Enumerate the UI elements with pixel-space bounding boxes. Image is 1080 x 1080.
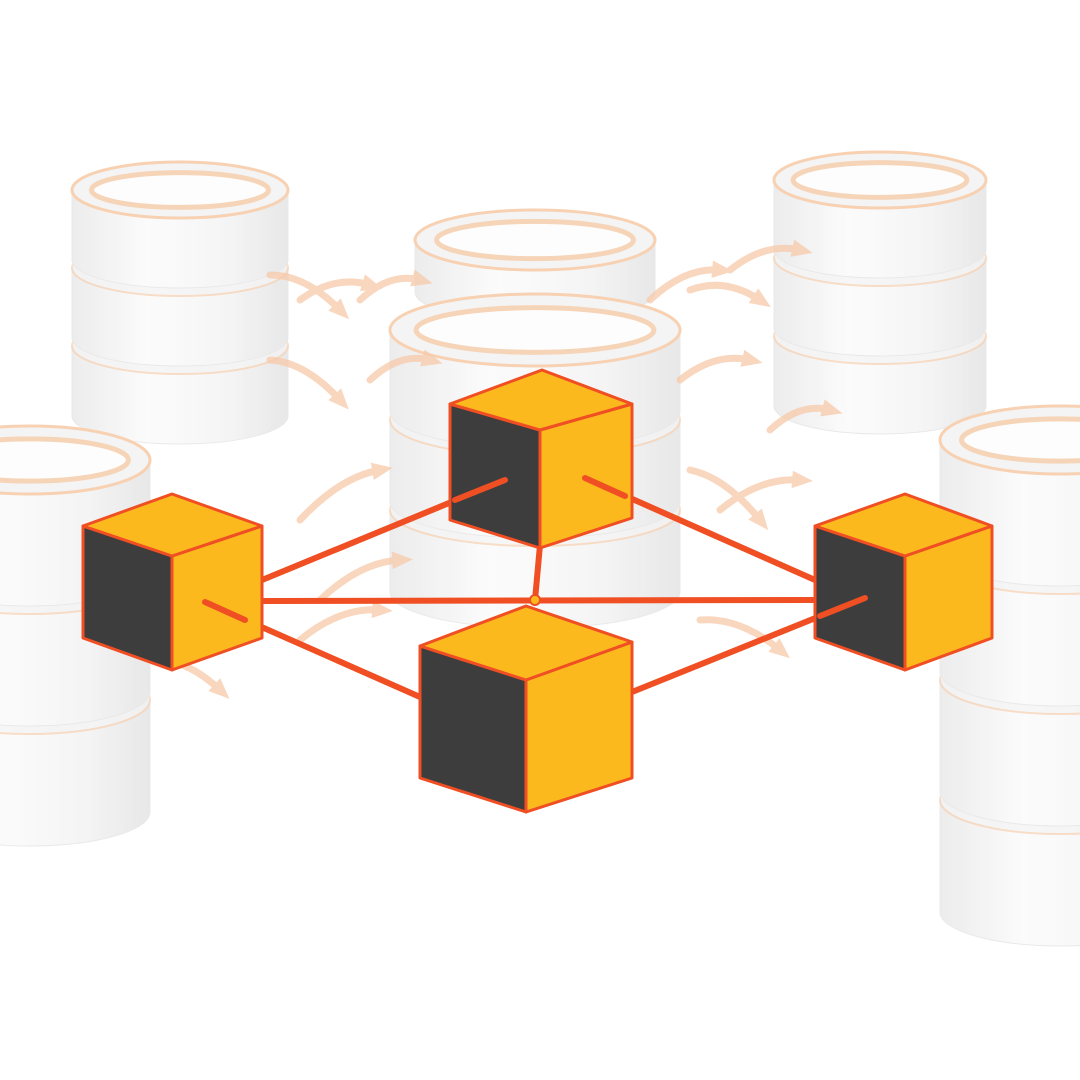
exchange-arrow-icon [296,462,393,524]
exchange-arrow-icon [296,600,393,644]
exchange-arrow-icon [646,260,733,304]
network-link-stub [202,599,248,623]
exchange-arrow-icon [716,470,813,514]
network-link-stub [582,475,628,499]
cube-top-face [81,492,264,558]
cube-top-face [418,604,634,682]
cube-node-top [448,368,634,550]
cube-top-face [813,492,994,558]
database-cylinder-icon [938,404,1080,947]
network-link-stub [817,595,868,619]
network-link [532,542,543,603]
network-link-stub [452,477,508,503]
exchange-arrow-icon [726,239,813,274]
cube-node-bottom [418,604,634,814]
exchange-arrow-icon [686,281,771,308]
cube-node-right [813,492,994,672]
exchange-arrow-icon [316,551,413,604]
exchange-arrow-icon [676,349,763,384]
exchange-arrow-icon [266,356,349,410]
cube-node-left [81,492,264,672]
exchange-arrow-icon [366,349,443,384]
exchange-arrow-icon [696,616,791,659]
exchange-arrow-icon [766,399,843,434]
network-hub-dot [529,594,541,606]
database-cylinder-icon [772,150,988,435]
exchange-arrow-icon [356,269,433,304]
cube-top-face [448,368,634,432]
exchange-arrow-icon [686,466,769,531]
database-cylinder-icon [70,160,290,445]
exchange-arrow-icon [266,271,350,320]
network-nodes [81,368,994,814]
